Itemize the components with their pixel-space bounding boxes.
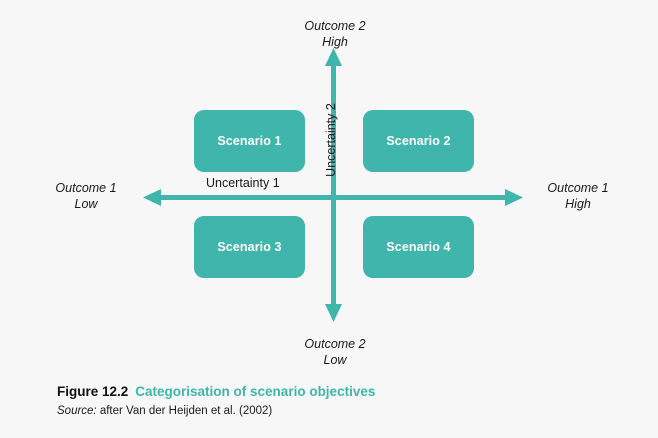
axis-label-outcome1-high: Outcome 1 High — [528, 180, 628, 212]
axis-label-outcome2-high-line1: Outcome 2 — [304, 19, 366, 33]
scenario-box-2[interactable]: Scenario 2 — [363, 110, 474, 172]
scenario-box-3-label: Scenario 3 — [217, 240, 282, 254]
caption-source-text: after Van der Heijden et al. (2002) — [99, 405, 273, 417]
axis-label-outcome2-high: Outcome 2 High — [296, 18, 374, 50]
scenario-box-4-label: Scenario 4 — [386, 240, 451, 254]
scenario-box-4[interactable]: Scenario 4 — [363, 216, 474, 278]
axis-label-outcome1-low: Outcome 1 Low — [36, 180, 136, 212]
axis-label-uncertainty-1: Uncertainty 1 — [206, 176, 280, 190]
scenario-box-3[interactable]: Scenario 3 — [194, 216, 305, 278]
caption-heading: Figure 12.2 Categorisation of scenario ob… — [57, 383, 617, 401]
right-arrowhead-icon — [505, 189, 523, 206]
scenario-box-2-label: Scenario 2 — [386, 134, 451, 148]
axis-label-outcome2-low-line1: Outcome 2 — [304, 337, 366, 351]
up-arrowhead-icon — [325, 48, 342, 66]
caption-figure-number: Figure 12.2 — [57, 384, 129, 399]
down-arrowhead-icon — [325, 304, 342, 322]
scenario-box-1[interactable]: Scenario 1 — [194, 110, 305, 172]
axis-label-uncertainty-2: Uncertainty 2 — [324, 103, 338, 177]
figure-caption: Figure 12.2 Categorisation of scenario ob… — [57, 383, 617, 420]
axis-label-outcome1-low-line2: Low — [74, 197, 98, 211]
axis-label-outcome1-low-line1: Outcome 1 — [55, 181, 117, 195]
axis-label-outcome1-high-line2: High — [565, 197, 591, 211]
axis-label-outcome1-high-line1: Outcome 1 — [547, 181, 609, 195]
axis-label-outcome2-low: Outcome 2 Low — [296, 336, 374, 368]
axis-label-outcome2-low-line2: Low — [323, 353, 347, 367]
caption-source-line: Source: after Van der Heijden et al. (20… — [57, 403, 617, 420]
left-arrowhead-icon — [143, 189, 161, 206]
caption-source-word: Source: — [57, 405, 97, 417]
scenario-box-1-label: Scenario 1 — [217, 134, 282, 148]
caption-title: Categorisation of scenario objectives — [135, 384, 376, 399]
axis-label-outcome2-high-line2: High — [322, 35, 348, 49]
